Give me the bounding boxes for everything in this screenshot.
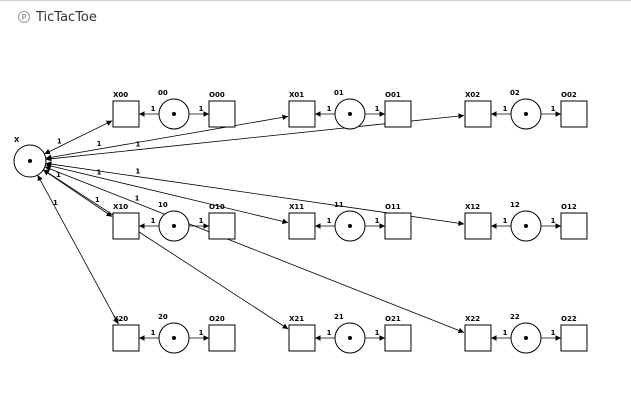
token xyxy=(524,336,528,340)
transition-o11[interactable] xyxy=(384,212,412,240)
transition-x21[interactable] xyxy=(288,324,316,352)
token xyxy=(172,112,176,116)
transition-o00[interactable] xyxy=(208,100,236,128)
place-label: 01 xyxy=(334,89,344,97)
transition-x10[interactable] xyxy=(112,212,140,240)
transition-o10[interactable] xyxy=(208,212,236,240)
arc-weight-label: 1 xyxy=(375,217,380,225)
window-top-border xyxy=(0,0,631,1)
transition-label: X12 xyxy=(465,203,480,211)
arc-weight-label: 1 xyxy=(551,217,556,225)
token xyxy=(524,224,528,228)
arc-weight-label: 1 xyxy=(199,329,204,337)
transition-o22[interactable] xyxy=(560,324,588,352)
petri-net-app-icon: P xyxy=(18,11,30,23)
arc-weight-label: 1 xyxy=(135,194,140,202)
transition-label: X00 xyxy=(113,91,128,99)
transition-label: O12 xyxy=(561,203,577,211)
token xyxy=(524,112,528,116)
arc-weight-label: 1 xyxy=(57,138,62,146)
arc-weight-label: 1 xyxy=(53,199,58,207)
place-label: 10 xyxy=(158,201,168,209)
transition-o21[interactable] xyxy=(384,324,412,352)
transition-label: X01 xyxy=(289,91,304,99)
transition-label: X22 xyxy=(465,315,480,323)
arc-x-to-x10 xyxy=(43,169,113,217)
arc-weight-label: 1 xyxy=(199,217,204,225)
arc-weight-label: 1 xyxy=(96,168,101,176)
token xyxy=(348,112,352,116)
transition-label: O02 xyxy=(561,91,577,99)
transition-label: X20 xyxy=(113,315,128,323)
arc-weight-label: 1 xyxy=(503,217,508,225)
arc-weight-label: 1 xyxy=(503,329,508,337)
arc-x-to-x20 xyxy=(37,174,119,325)
arc-weight-label: 1 xyxy=(135,141,140,149)
transition-o01[interactable] xyxy=(384,100,412,128)
arc-weight-label: 1 xyxy=(327,329,332,337)
place-label: 02 xyxy=(510,89,520,97)
transition-x02[interactable] xyxy=(464,100,492,128)
transition-label: X10 xyxy=(113,203,128,211)
arc-weight-label: 1 xyxy=(327,217,332,225)
arc-weight-label: 1 xyxy=(551,329,556,337)
arc-weight-label: 1 xyxy=(135,168,140,176)
transition-label: O22 xyxy=(561,315,577,323)
arc-weight-label: 1 xyxy=(199,105,204,113)
transition-x01[interactable] xyxy=(288,100,316,128)
place-label: 20 xyxy=(158,313,168,321)
transition-o12[interactable] xyxy=(560,212,588,240)
transition-x11[interactable] xyxy=(288,212,316,240)
arc-x-to-x22 xyxy=(44,166,465,334)
arc-weight-label: 1 xyxy=(375,105,380,113)
arc-weight-label: 1 xyxy=(151,105,156,113)
arc-weight-label: 1 xyxy=(327,105,332,113)
arc-x-to-x00 xyxy=(44,120,113,155)
arc-weight-label: 1 xyxy=(503,105,508,113)
transition-label: X11 xyxy=(289,203,304,211)
transition-label: O21 xyxy=(385,315,401,323)
window-header: P TicTacToe xyxy=(18,8,97,26)
place-label: 00 xyxy=(158,89,168,97)
arc-weight-label: 1 xyxy=(375,329,380,337)
token xyxy=(172,224,176,228)
token xyxy=(348,224,352,228)
transition-label: O20 xyxy=(209,315,225,323)
token xyxy=(348,336,352,340)
transition-x22[interactable] xyxy=(464,324,492,352)
arc-weight-label: 1 xyxy=(97,140,102,148)
transition-o02[interactable] xyxy=(560,100,588,128)
arc-weight-label: 1 xyxy=(151,217,156,225)
transition-label: O01 xyxy=(385,91,401,99)
window-title: TicTacToe xyxy=(36,9,97,25)
transition-o20[interactable] xyxy=(208,324,236,352)
arc-weight-label: 1 xyxy=(551,105,556,113)
place-label: 12 xyxy=(510,201,520,209)
transition-label: O10 xyxy=(209,203,225,211)
transition-x20[interactable] xyxy=(112,324,140,352)
token xyxy=(172,336,176,340)
transition-label: O11 xyxy=(385,203,401,211)
place-x-label: X xyxy=(14,136,20,144)
token xyxy=(28,159,32,163)
transition-label: X02 xyxy=(465,91,480,99)
place-label: 22 xyxy=(510,313,520,321)
place-label: 11 xyxy=(334,201,344,209)
transition-x00[interactable] xyxy=(112,100,140,128)
transition-label: O00 xyxy=(209,91,225,99)
transition-x12[interactable] xyxy=(464,212,492,240)
arc-weight-label: 1 xyxy=(95,196,100,204)
transition-label: X21 xyxy=(289,315,304,323)
arc-weight-label: 1 xyxy=(151,329,156,337)
place-label: 21 xyxy=(334,313,344,321)
